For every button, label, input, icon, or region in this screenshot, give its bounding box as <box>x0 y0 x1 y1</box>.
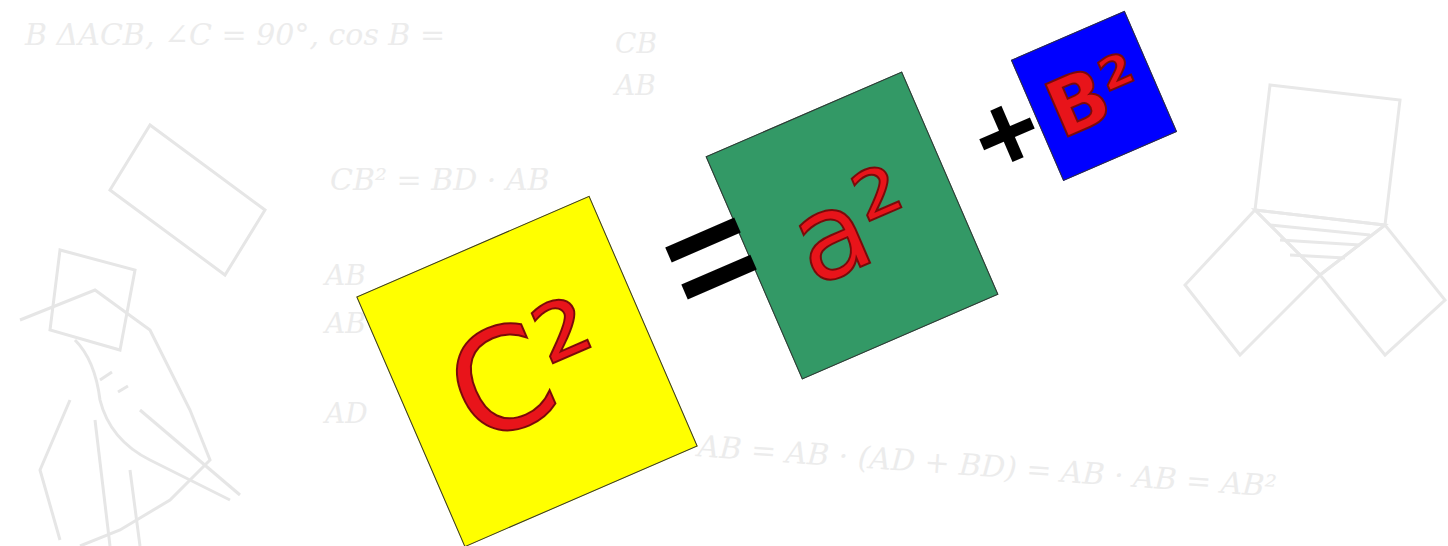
watermark-text: B ΔACB, ∠C = 90°, cos B = <box>25 20 445 50</box>
watermark-text: AB <box>325 262 366 290</box>
watermark-text: · AB = AB · (AD + BD) = AB · AB = AB² <box>678 430 1278 502</box>
square-term: a² <box>774 147 931 303</box>
wizard-sketch <box>20 125 265 546</box>
watermark-text: CB² = BD · AB <box>330 165 550 195</box>
square-term: C² <box>429 276 626 466</box>
yellow-square: C² <box>356 195 698 546</box>
watermark-text: AB <box>325 310 366 338</box>
green-square: a² <box>706 71 999 379</box>
watermark-text: AD <box>325 400 368 428</box>
watermark-text: AB <box>615 72 656 100</box>
watermark-text: CB <box>615 30 657 58</box>
square-term: B² <box>1036 42 1153 151</box>
pythagoras-figure-sketch <box>1185 85 1445 355</box>
